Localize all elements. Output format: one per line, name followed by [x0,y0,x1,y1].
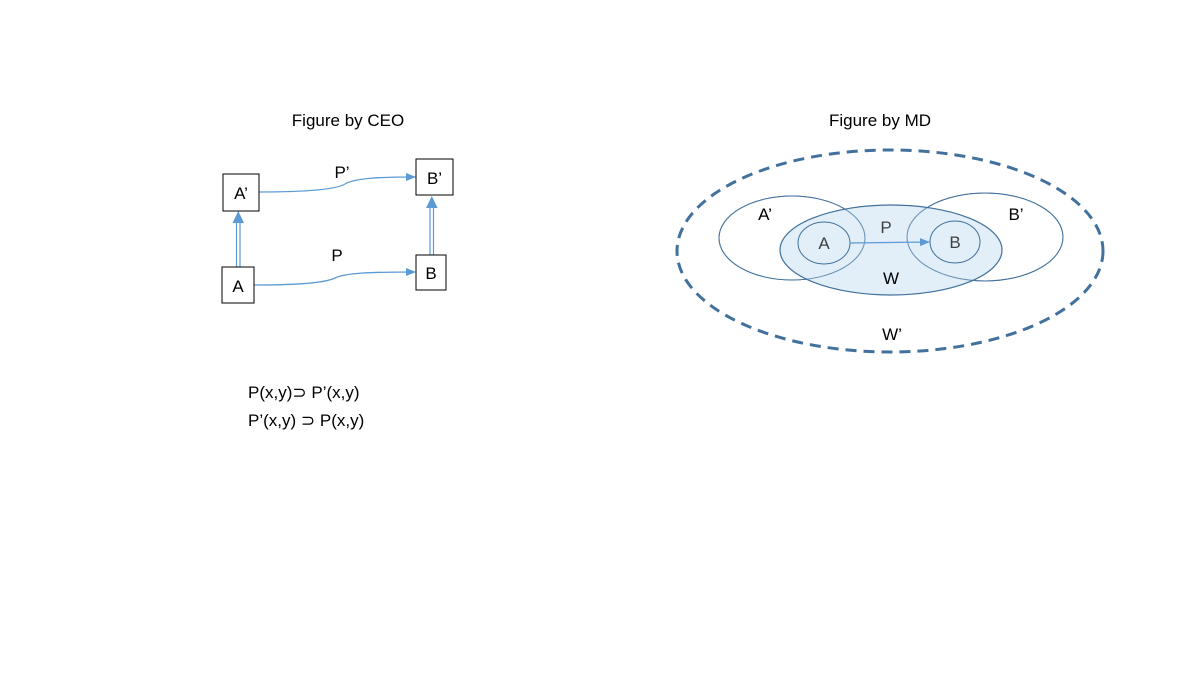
p-label: P [331,246,342,265]
node-b-label: B [425,264,436,283]
node-a-label: A [232,277,244,296]
a-to-a-prime-double-arrow [232,211,244,267]
node-a: A [221,266,255,304]
node-a-prime: A’ [222,173,260,212]
a-prime-ellipse-overlay [718,195,866,281]
md-figure: Figure by MD A’ B’ A B P W W’ [675,111,1105,354]
ceo-figure: Figure by CEO P’ P A’ B’ A [221,111,454,430]
p-prime-label: P’ [334,163,349,182]
formula-line-1: P(x,y)⊃ P’(x,y) [248,383,360,402]
node-b: B [415,254,447,291]
node-b-prime: B’ [415,158,454,196]
formula-line-2: P’(x,y) ⊃ P(x,y) [248,411,364,430]
md-a-prime-label: A’ [758,205,772,224]
w-prime-ellipse [675,148,1105,354]
md-a-label: A [818,234,830,253]
p-prime-arrow [258,173,416,193]
b-circle [929,220,981,264]
b-prime-ellipse-overlay [906,192,1064,282]
md-b-label: B [949,233,960,252]
md-w-prime-label: W’ [882,325,902,344]
node-b-prime-label: B’ [427,169,442,188]
md-b-prime-label: B’ [1008,205,1023,224]
md-p-label: P [880,218,891,237]
md-p-arrow [849,238,930,247]
ceo-figure-title: Figure by CEO [292,111,404,130]
p-arrow [253,268,416,286]
node-a-prime-label: A’ [234,184,248,203]
w-ellipse [779,204,1003,296]
md-w-label: W [883,269,899,288]
b-to-b-prime-double-arrow [426,196,438,255]
md-figure-title: Figure by MD [829,111,931,130]
